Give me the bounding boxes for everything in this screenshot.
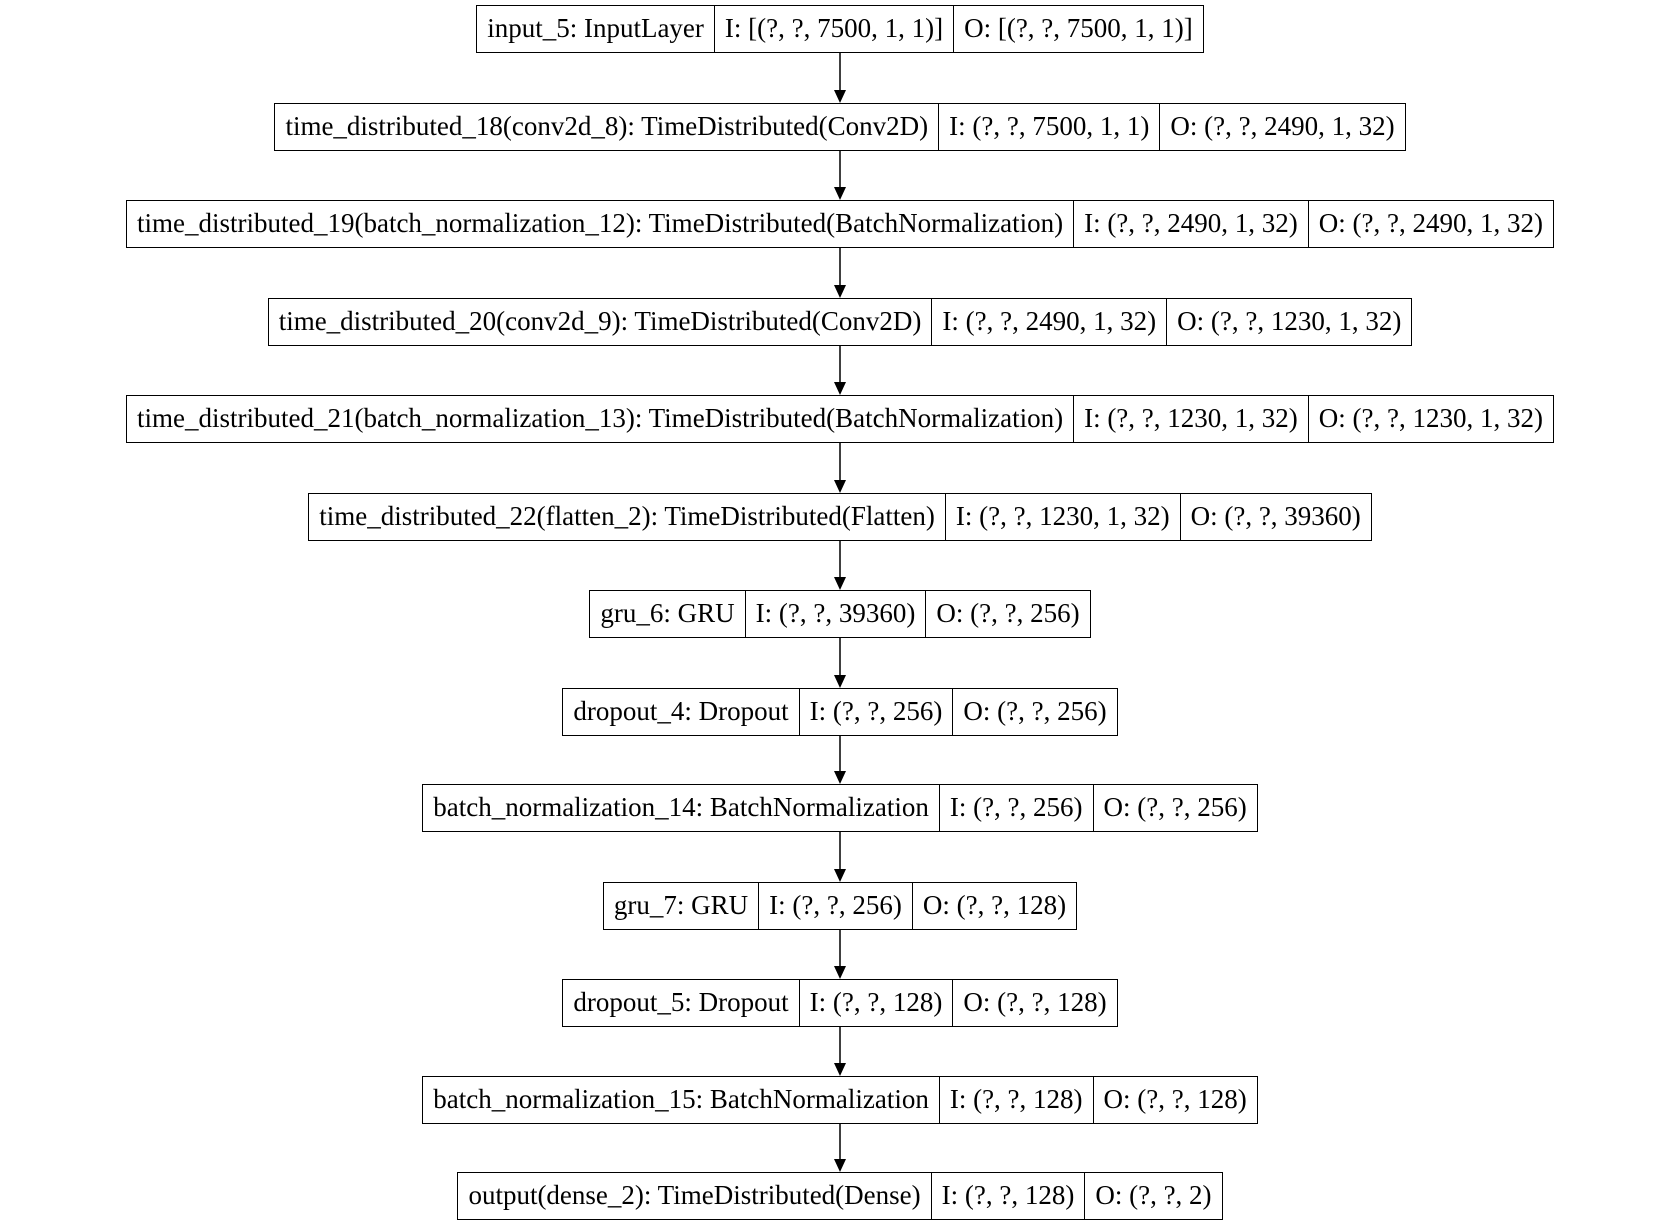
layer-output-shape: O: (?, ?, 256) [952, 689, 1116, 735]
edge-arrow [834, 443, 846, 493]
layer-node: time_distributed_21(batch_normalization_… [126, 395, 1554, 443]
layer-input-shape: I: (?, ?, 39360) [744, 591, 926, 637]
layer-node: output(dense_2): TimeDistributed(Dense) I… [457, 1172, 1223, 1220]
layer-name: output(dense_2): TimeDistributed(Dense) [468, 1180, 921, 1210]
layer-output-shape: O: (?, ?, 1230, 1, 32) [1166, 299, 1411, 345]
layer-name: batch_normalization_15: BatchNormalizati… [433, 1084, 929, 1114]
layer-name: dropout_4: Dropout [573, 696, 789, 726]
layer-name: time_distributed_19(batch_normalization_… [137, 208, 1064, 238]
layer-input-shape: I: (?, ?, 1230, 1, 32) [944, 494, 1180, 540]
edge-arrow [834, 346, 846, 395]
layer-node: time_distributed_19(batch_normalization_… [126, 200, 1554, 248]
edge-arrow [834, 1124, 846, 1172]
edge-arrow [834, 541, 846, 590]
layer-output-shape: O: (?, ?, 1230, 1, 32) [1307, 396, 1553, 442]
layer-row: gru_7: GRU I: (?, ?, 256)O: (?, ?, 128) [0, 882, 1680, 930]
layer-node: dropout_4: Dropout I: (?, ?, 256)O: (?, ?… [562, 688, 1118, 736]
layer-name: time_distributed_18(conv2d_8): TimeDistr… [285, 111, 929, 141]
layer-input-shape: I: (?, ?, 128) [930, 1173, 1085, 1219]
layer-row: batch_normalization_15: BatchNormalizati… [0, 1076, 1680, 1124]
layer-row: input_5: InputLayer I: [(?, ?, 7500, 1, 1… [0, 5, 1680, 53]
layer-output-shape: O: (?, ?, 39360) [1179, 494, 1371, 540]
layer-output-shape: O: (?, ?, 128) [911, 883, 1076, 929]
layer-output-shape: O: (?, ?, 2490, 1, 32) [1159, 104, 1404, 150]
layer-input-shape: I: (?, ?, 128) [798, 980, 953, 1026]
layer-row: time_distributed_19(batch_normalization_… [0, 200, 1680, 248]
layer-name: dropout_5: Dropout [573, 987, 789, 1017]
layer-name: time_distributed_22(flatten_2): TimeDist… [319, 501, 935, 531]
layer-row: time_distributed_18(conv2d_8): TimeDistr… [0, 103, 1680, 151]
layer-input-shape: I: (?, ?, 2490, 1, 32) [1073, 201, 1308, 247]
layer-node: time_distributed_18(conv2d_8): TimeDistr… [274, 103, 1406, 151]
layer-node: input_5: InputLayer I: [(?, ?, 7500, 1, 1… [476, 5, 1204, 53]
layer-output-shape: O: (?, ?, 256) [925, 591, 1089, 637]
layer-name: time_distributed_20(conv2d_9): TimeDistr… [278, 306, 922, 336]
layer-input-shape: I: (?, ?, 128) [938, 1077, 1093, 1123]
layer-row: time_distributed_21(batch_normalization_… [0, 395, 1680, 443]
layer-input-shape: I: [(?, ?, 7500, 1, 1)] [713, 6, 953, 52]
edge-arrow [834, 736, 846, 784]
layer-output-shape: O: (?, ?, 2490, 1, 32) [1307, 201, 1553, 247]
layer-node: gru_6: GRU I: (?, ?, 39360)O: (?, ?, 256) [589, 590, 1091, 638]
layer-name: batch_normalization_14: BatchNormalizati… [433, 792, 929, 822]
layer-row: time_distributed_22(flatten_2): TimeDist… [0, 493, 1680, 541]
layer-name: input_5: InputLayer [487, 13, 704, 43]
edge-arrow [834, 248, 846, 298]
edge-arrow [834, 1027, 846, 1076]
layer-output-shape: O: (?, ?, 128) [952, 980, 1116, 1026]
layer-node: batch_normalization_15: BatchNormalizati… [422, 1076, 1258, 1124]
layer-output-shape: O: (?, ?, 128) [1092, 1077, 1257, 1123]
layer-name: gru_6: GRU [600, 598, 735, 628]
layer-input-shape: I: (?, ?, 1230, 1, 32) [1073, 396, 1308, 442]
layer-row: dropout_4: Dropout I: (?, ?, 256)O: (?, ?… [0, 688, 1680, 736]
edge-arrow [834, 151, 846, 200]
layer-row: time_distributed_20(conv2d_9): TimeDistr… [0, 298, 1680, 346]
layer-node: dropout_5: Dropout I: (?, ?, 128)O: (?, ?… [562, 979, 1118, 1027]
layer-node: time_distributed_22(flatten_2): TimeDist… [308, 493, 1372, 541]
layer-node: time_distributed_20(conv2d_9): TimeDistr… [267, 298, 1413, 346]
layer-name: time_distributed_21(batch_normalization_… [137, 403, 1064, 433]
layer-input-shape: I: (?, ?, 2490, 1, 32) [931, 299, 1166, 345]
layer-output-shape: O: (?, ?, 256) [1092, 785, 1257, 831]
layer-input-shape: I: (?, ?, 256) [758, 883, 912, 929]
layer-output-shape: O: (?, ?, 2) [1084, 1173, 1221, 1219]
layer-row: output(dense_2): TimeDistributed(Dense) I… [0, 1172, 1680, 1220]
edge-arrow [834, 638, 846, 688]
layer-node: gru_7: GRU I: (?, ?, 256)O: (?, ?, 128) [602, 882, 1078, 930]
layer-row: gru_6: GRU I: (?, ?, 39360)O: (?, ?, 256) [0, 590, 1680, 638]
edge-arrow [834, 53, 846, 103]
edge-arrow [834, 832, 846, 882]
layer-input-shape: I: (?, ?, 256) [798, 689, 953, 735]
layer-input-shape: I: (?, ?, 256) [938, 785, 1093, 831]
layer-name: gru_7: GRU [613, 890, 749, 920]
layer-output-shape: O: [(?, ?, 7500, 1, 1)] [953, 6, 1203, 52]
edge-arrow [834, 930, 846, 979]
layer-row: batch_normalization_14: BatchNormalizati… [0, 784, 1680, 832]
layer-row: dropout_5: Dropout I: (?, ?, 128)O: (?, ?… [0, 979, 1680, 1027]
layer-input-shape: I: (?, ?, 7500, 1, 1) [938, 104, 1159, 150]
layer-node: batch_normalization_14: BatchNormalizati… [422, 784, 1258, 832]
